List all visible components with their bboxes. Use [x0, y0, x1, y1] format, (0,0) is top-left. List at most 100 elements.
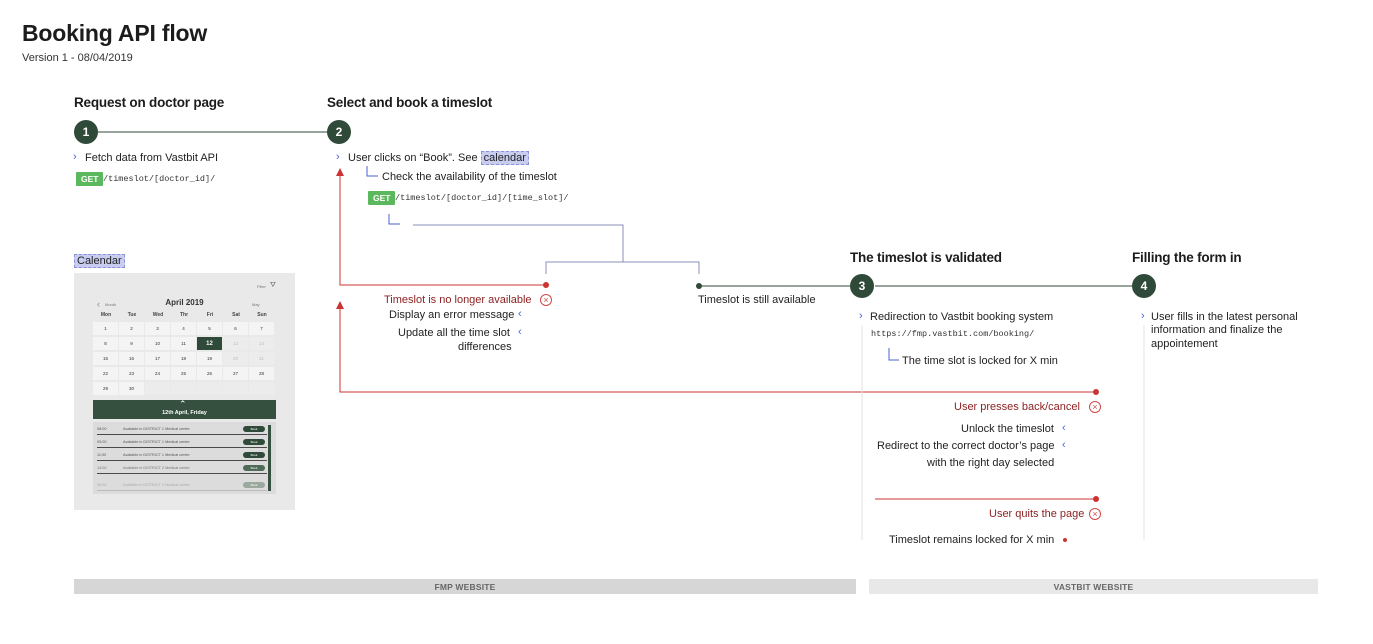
- loop-back: [336, 301, 1096, 393]
- calendar-day[interactable]: 21: [249, 352, 274, 365]
- step-2-check: Check the availability of the timeslot: [382, 171, 557, 183]
- error-message-label: Display an error message: [389, 309, 515, 321]
- calendar-day[interactable]: 8: [93, 337, 118, 350]
- book-button[interactable]: Book: [243, 439, 265, 445]
- calendar-day[interactable]: 15: [93, 352, 118, 365]
- next-month-label[interactable]: May: [252, 302, 260, 307]
- calendar-day[interactable]: 6: [223, 322, 248, 335]
- slot-time: 16:00: [97, 483, 107, 487]
- chevron-left-icon[interactable]: ‹: [97, 299, 100, 309]
- calendar-day[interactable]: 13: [223, 337, 248, 350]
- step-1-fetch: Fetch data from Vastbit API: [85, 152, 219, 164]
- filter-label[interactable]: Filter: [257, 284, 266, 289]
- booking-url: https://fmp.vastbit.com/booking/: [871, 329, 1035, 339]
- step-4-title: Filling the form in: [1132, 250, 1242, 265]
- step-2-endpoint: /timeslot/[doctor_id]/[time_slot]/: [395, 193, 569, 203]
- calendar-day[interactable]: 3: [145, 322, 170, 335]
- step-4-circle: 4: [1132, 274, 1156, 298]
- weekday-row: Mon Tue Wed Thr Fri Sat Sun: [93, 312, 275, 318]
- calendar-day[interactable]: 7: [249, 322, 274, 335]
- calendar-day[interactable]: 16: [119, 352, 144, 365]
- calendar-day[interactable]: 27: [223, 367, 248, 380]
- locked-branch: [888, 348, 899, 361]
- calendar-day[interactable]: 11: [171, 337, 196, 350]
- book-button[interactable]: Book: [243, 452, 265, 458]
- calendar-day-selected[interactable]: 12: [197, 337, 222, 350]
- calendar-day[interactable]: 26: [197, 367, 222, 380]
- calendar-day[interactable]: 28: [249, 367, 274, 380]
- calendar-day[interactable]: 24: [145, 367, 170, 380]
- weekday: Fri: [206, 312, 214, 318]
- fill-label-3: appointement: [1151, 338, 1218, 350]
- calendar-day[interactable]: 19: [197, 352, 222, 365]
- slot-list: 08:00 Available in DISTRICT 1 Medical ce…: [93, 422, 276, 494]
- remains-locked-label: Timeslot remains locked for X min: [889, 534, 1055, 546]
- calendar-month: April 2019: [165, 298, 204, 307]
- get-badge: GET: [76, 172, 104, 186]
- calendar-day[interactable]: 4: [171, 322, 196, 335]
- chevron-left-icon: ‹: [1062, 422, 1066, 434]
- calendar-day: [197, 382, 222, 395]
- step-2-clicks: User clicks on “Book”. See calendar: [348, 151, 529, 165]
- calendar-day: [249, 382, 274, 395]
- slot-row: 16:00 Available in DISTRICT 2 Medical ce…: [97, 481, 267, 491]
- calendar-day[interactable]: 9: [119, 337, 144, 350]
- calendar-day[interactable]: 5: [197, 322, 222, 335]
- slot-row: 08:00 Available in DISTRICT 1 Medical ce…: [97, 425, 267, 435]
- close-circle-icon: ×: [1089, 401, 1101, 413]
- step-1-title: Request on doctor page: [74, 95, 225, 110]
- page-title: Booking API flow: [22, 20, 208, 46]
- chevron-right-icon: ›: [1141, 310, 1145, 322]
- calendar-day[interactable]: 1: [93, 322, 118, 335]
- loop-unavailable: [336, 168, 546, 286]
- available-label: Timeslot is still available: [698, 294, 816, 306]
- day-title: 12th April, Friday: [162, 410, 207, 416]
- slot-time: 09:00: [97, 440, 107, 444]
- chevron-right-icon: ›: [336, 151, 340, 163]
- close-circle-icon: ×: [1089, 508, 1101, 520]
- filter-icon[interactable]: ⛛: [270, 282, 276, 289]
- prev-month-label[interactable]: Month: [105, 302, 117, 307]
- weekday: Sat: [232, 312, 240, 318]
- calendar-day[interactable]: 10: [145, 337, 170, 350]
- calendar-day[interactable]: 29: [93, 382, 118, 395]
- calendar-day[interactable]: 22: [93, 367, 118, 380]
- slot-location: Available in DISTRICT 1 Medical center: [123, 427, 190, 431]
- calendar-day[interactable]: 18: [171, 352, 196, 365]
- back-cancel-label: User presses back/cancel: [954, 401, 1080, 413]
- slot-time: 08:00: [97, 427, 107, 431]
- step-2-title: Select and book a timeslot: [327, 95, 493, 110]
- step-2-clicks-text: User clicks on “Book”. See: [348, 152, 478, 164]
- step-1-circle: 1: [74, 120, 98, 144]
- weekday: Mon: [100, 312, 112, 318]
- slot-time: 14:00: [97, 466, 107, 470]
- chevron-up-icon[interactable]: ⌃: [179, 399, 187, 409]
- chevron-left-icon: ‹: [1062, 439, 1066, 451]
- weekday: Wed: [152, 312, 164, 318]
- calendar-day[interactable]: 14: [249, 337, 274, 350]
- calendar-label: Calendar: [74, 254, 125, 268]
- chevron-left-icon: ‹: [518, 308, 522, 320]
- step-3-circle: 3: [850, 274, 874, 298]
- chevron-left-icon: ‹: [518, 326, 522, 338]
- close-circle-icon: ×: [540, 294, 552, 306]
- book-button[interactable]: Book: [243, 426, 265, 432]
- chevron-right-icon: ›: [73, 151, 77, 163]
- calendar-day[interactable]: 17: [145, 352, 170, 365]
- calendar-day[interactable]: 30: [119, 382, 144, 395]
- weekday: Tue: [127, 312, 137, 318]
- calendar-day[interactable]: 2: [119, 322, 144, 335]
- calendar-day: [223, 382, 248, 395]
- calendar-day[interactable]: 20: [223, 352, 248, 365]
- step-3-title: The timeslot is validated: [850, 250, 1002, 265]
- footer-vastbit-website: VASTBIT WEBSITE: [869, 579, 1318, 594]
- calendar-day[interactable]: 25: [171, 367, 196, 380]
- book-button[interactable]: Book: [243, 465, 265, 471]
- day-header[interactable]: ⌃ 12th April, Friday: [93, 399, 276, 419]
- get-badge: GET: [368, 191, 396, 205]
- calendar-day[interactable]: 23: [119, 367, 144, 380]
- calendar-link[interactable]: calendar: [480, 151, 529, 165]
- book-button[interactable]: Book: [243, 482, 265, 488]
- scrollbar[interactable]: [268, 425, 271, 491]
